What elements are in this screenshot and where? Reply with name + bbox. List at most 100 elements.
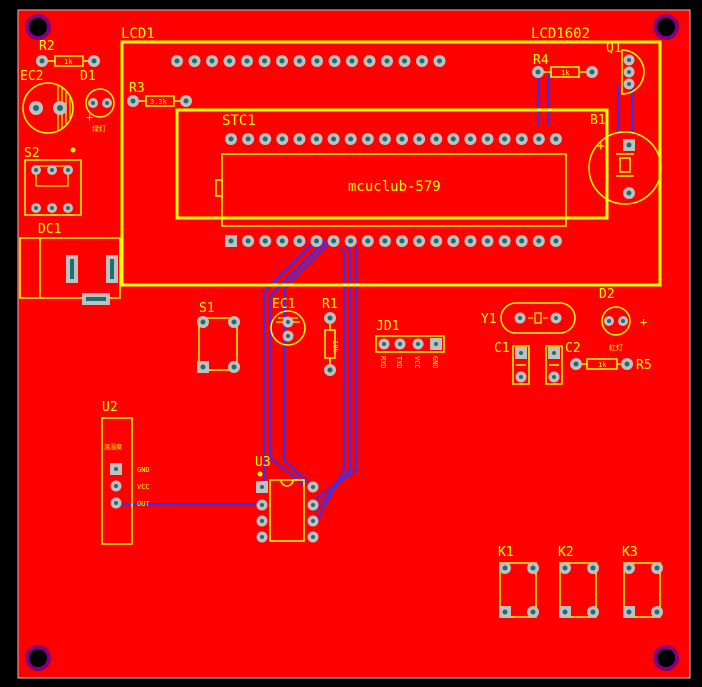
s2-outline xyxy=(24,159,82,216)
drill-hole xyxy=(519,238,525,244)
jd1-pin-rxd: RXD xyxy=(379,356,387,369)
u2-outline xyxy=(101,417,133,545)
drill-hole xyxy=(502,565,508,571)
drill-hole xyxy=(296,238,302,244)
jd1-pin-gnd: GND xyxy=(431,356,439,369)
drill-hole xyxy=(314,58,320,64)
drill-hole xyxy=(562,565,568,571)
drill-hole xyxy=(590,609,596,615)
drill-hole xyxy=(467,136,473,142)
d2-label: D2 xyxy=(599,287,615,302)
r2-label: R2 xyxy=(39,39,55,54)
drill-hole xyxy=(331,238,337,244)
drill-hole xyxy=(467,238,473,244)
r1-value: 10k xyxy=(331,340,339,353)
k2-label: K2 xyxy=(558,545,574,560)
drill-hole xyxy=(228,238,234,244)
drill-hole xyxy=(536,136,542,142)
r4-label: R4 xyxy=(533,53,549,68)
ec2-label: EC2 xyxy=(20,69,43,84)
drill-hole xyxy=(279,238,285,244)
stc1-outline xyxy=(175,108,609,220)
drill-hole xyxy=(174,58,180,64)
drill-hole xyxy=(262,238,268,244)
s1-outline xyxy=(198,317,238,371)
drill-hole xyxy=(367,58,372,64)
drill-hole xyxy=(433,136,439,142)
u2-pin-gnd: GND xyxy=(137,466,150,474)
traces xyxy=(118,72,633,527)
drill-hole xyxy=(502,238,508,244)
jd1-pin-txd: TXD xyxy=(395,356,403,369)
y1-label: Y1 xyxy=(481,312,497,327)
drill-hole xyxy=(382,136,388,142)
drill-hole xyxy=(279,58,285,64)
d1-plus: + xyxy=(86,110,93,124)
drill-hole xyxy=(562,609,568,615)
drill-hole xyxy=(590,565,596,571)
s2-label: S2 xyxy=(24,146,40,161)
drill-hole xyxy=(349,58,355,64)
drill-hole xyxy=(382,238,388,244)
drill-hole xyxy=(384,58,390,64)
r5-value: 1k xyxy=(598,361,607,369)
k1-label: K1 xyxy=(498,545,514,560)
drill-hole xyxy=(244,58,250,64)
lcd1-header-pads xyxy=(171,55,446,67)
d1-label: D1 xyxy=(80,69,96,84)
drill-hole xyxy=(365,238,371,244)
ec1-outline xyxy=(270,310,306,346)
d2-plus: + xyxy=(640,315,647,329)
r5-label: R5 xyxy=(636,358,652,373)
u2-sublabel: 温湿度 xyxy=(104,443,122,451)
r5-body xyxy=(586,358,618,370)
drill-hole xyxy=(245,238,251,244)
d2-sublabel: 红灯 xyxy=(609,343,623,352)
drill-hole xyxy=(654,609,660,615)
r2-body xyxy=(54,55,84,67)
k1-outline xyxy=(499,562,537,618)
c1-label: C1 xyxy=(494,341,510,356)
k3-label: K3 xyxy=(622,545,638,560)
r1-body xyxy=(324,329,336,359)
drill-hole xyxy=(416,238,422,244)
drill-hole xyxy=(332,58,337,64)
d2-outline xyxy=(601,306,631,336)
drill-hole xyxy=(553,136,559,142)
drill-hole xyxy=(296,136,302,142)
drill-hole xyxy=(416,136,422,142)
r1-label: R1 xyxy=(322,297,338,312)
stc1-top-pads xyxy=(225,133,562,145)
c1-outline xyxy=(512,345,530,385)
r3-body xyxy=(145,95,175,107)
drill-hole xyxy=(502,609,508,615)
u2-pin-vcc: VCC xyxy=(137,483,150,491)
drill-hole xyxy=(450,136,456,142)
r4-value: 1k xyxy=(561,69,570,77)
r3-value: 3.3k xyxy=(150,98,168,106)
mounting-holes xyxy=(25,14,679,671)
drill-hole xyxy=(228,136,234,142)
drill-hole xyxy=(530,609,536,615)
drill-hole xyxy=(437,58,442,64)
drill-hole xyxy=(502,136,508,142)
b1-label: B1 xyxy=(590,113,606,128)
drill-hole xyxy=(245,136,251,142)
b1-outline xyxy=(588,131,662,205)
drill-hole xyxy=(402,58,407,64)
drill-hole xyxy=(348,238,354,244)
drill-hole xyxy=(450,238,456,244)
d1-sublabel: 绿灯 xyxy=(92,124,106,133)
jd1-outline xyxy=(375,335,445,353)
u3-outline xyxy=(269,479,305,542)
lcd1-label: LCD1 xyxy=(121,26,155,42)
drill-hole xyxy=(314,238,319,244)
drill-hole xyxy=(485,238,490,244)
drill-hole xyxy=(626,609,632,615)
d1-outline xyxy=(85,88,115,118)
r2-value: 1k xyxy=(64,58,73,66)
drill-hole xyxy=(314,136,319,142)
drill-hole xyxy=(626,565,632,571)
drill-hole xyxy=(279,136,285,142)
